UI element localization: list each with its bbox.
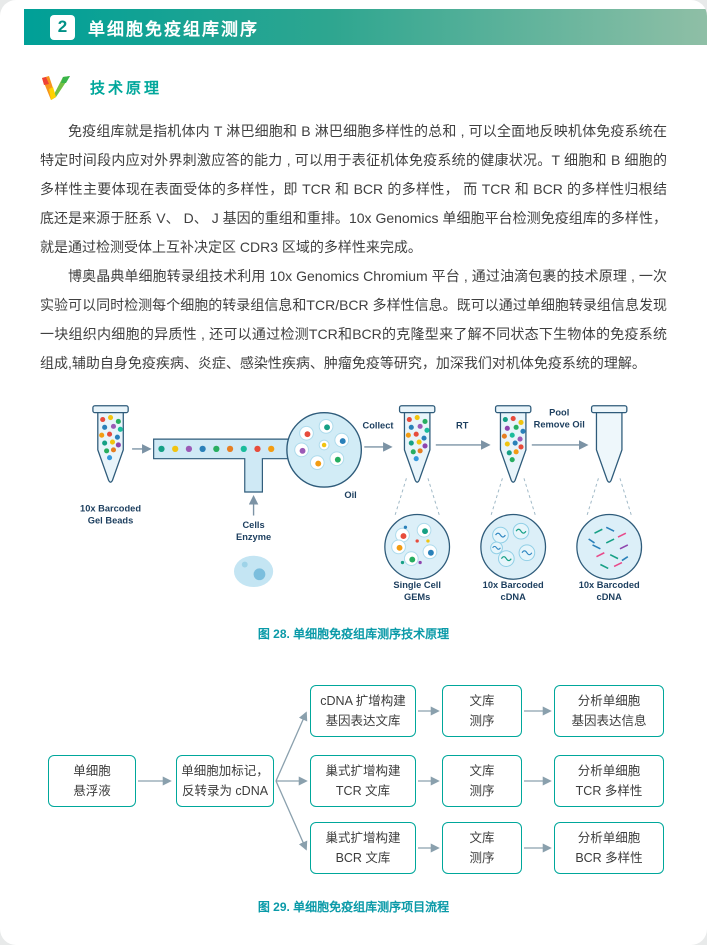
- paragraph-2: 博奥晶典单细胞转录组技术利用 10x Genomics Chromium 平台 …: [40, 268, 667, 371]
- content-area: 技术原理 免疫组库就是指机体内 T 淋巴细胞和 B 淋巴细胞多样性的总和 , 可…: [0, 73, 707, 945]
- flow-line: 文库: [469, 830, 495, 845]
- flow-box-sequencing-2: 文库 测序: [442, 754, 522, 807]
- flow-line: 分析单细胞: [577, 830, 641, 845]
- flow-line: 基因表达文库: [325, 713, 401, 728]
- flow-line: 巢式扩增构建: [325, 830, 401, 845]
- flow-line: TCR 多样性: [575, 783, 643, 798]
- label-cdna2-line1: 10x Barcoded: [579, 580, 640, 590]
- section-number: 2: [50, 14, 75, 40]
- flow-line: 悬浮液: [73, 783, 111, 798]
- gel-beads-tube-illustration: 10x Barcoded Gel Beads: [80, 405, 141, 525]
- flow-line: 测序: [469, 783, 495, 798]
- flow-line: cDNA 扩增构建: [320, 693, 406, 708]
- tech-principle-diagram: 10x Barcoded Gel Beads Cells: [80, 405, 643, 602]
- flow-box-sequencing-3: 文库 测序: [442, 821, 522, 874]
- label-pool-line2: Remove Oil: [534, 419, 585, 429]
- flow-box-build-bcr-library: 巢式扩增构建 BCR 文库: [310, 821, 416, 874]
- flow-box-analyze-gene: 分析单细胞 基因表达信息: [554, 684, 664, 737]
- flow-line: 测序: [469, 713, 495, 728]
- label-collect: Collect: [362, 420, 393, 430]
- flow-box-analyze-bcr: 分析单细胞 BCR 多样性: [554, 821, 664, 874]
- figure-28: 10x Barcoded Gel Beads Cells: [40, 396, 667, 642]
- cdna-pool-circle-illustration: 10x Barcoded cDNA: [576, 513, 643, 602]
- flow-box-barcode-rt: 单细胞加标记， 反转录为 cDNA: [176, 754, 274, 807]
- label-gel-beads-line1: 10x Barcoded: [80, 504, 141, 514]
- page-title: 单细胞免疫组库测序: [88, 19, 259, 39]
- figure-28-caption: 图 28. 单细胞免疫组库测序技术原理: [257, 626, 450, 641]
- flow-line: TCR 文库: [335, 783, 391, 798]
- flow-line: 分析单细胞: [577, 693, 641, 708]
- label-gems-line1: Single Cell: [393, 580, 441, 590]
- label-rt: RT: [456, 420, 469, 430]
- flow-line: 单细胞加标记，: [181, 763, 269, 778]
- flow-line: 分析单细胞: [577, 763, 641, 778]
- pooled-tube-illustration: [590, 405, 628, 483]
- cdna-droplets-circle-illustration: 10x Barcoded cDNA: [480, 513, 547, 602]
- workflow-flowchart: 单细胞 悬浮液 单细胞加标记， 反转录为 cDNA cDNA 扩增构建 基因表达…: [40, 682, 667, 878]
- flow-line: 文库: [469, 693, 495, 708]
- flow-box-analyze-tcr: 分析单细胞 TCR 多样性: [554, 754, 664, 807]
- flow-line: 测序: [469, 850, 495, 865]
- flow-line: BCR 多样性: [575, 850, 643, 865]
- microfluidic-channel-illustration: [153, 438, 290, 493]
- flow-line: 巢式扩增构建: [325, 763, 401, 778]
- flow-line: 单细胞: [73, 763, 111, 778]
- section-title: 技术原理: [90, 79, 163, 97]
- flow-box-sequencing-1: 文库 测序: [442, 684, 522, 737]
- label-cdna2-line2: cDNA: [597, 592, 623, 602]
- flow-box-build-tcr-library: 巢式扩增构建 TCR 文库: [310, 754, 416, 807]
- figure-29-caption: 图 29. 单细胞免疫组库测序项目流程: [257, 899, 450, 914]
- label-oil: Oil: [344, 490, 356, 500]
- flow-line: 文库: [469, 763, 495, 778]
- magnifier-funnels-icon: [394, 478, 633, 517]
- label-pool-line1: Pool: [549, 408, 569, 418]
- header-banner: 2 单细胞免疫组库测序: [24, 9, 707, 45]
- label-gel-beads-line2: Gel Beads: [88, 515, 133, 525]
- flow-box-suspension: 单细胞 悬浮液: [48, 754, 136, 807]
- rt-tube-illustration: [494, 405, 532, 483]
- emulsion-circle-illustration: Oil: [286, 411, 363, 500]
- paragraph-1: 免疫组库就是指机体内 T 淋巴细胞和 B 淋巴细胞多样性的总和 , 可以全面地反…: [40, 123, 667, 255]
- label-cdna1-line1: 10x Barcoded: [483, 580, 544, 590]
- flow-line: 反转录为 cDNA: [181, 783, 269, 798]
- flow-box-build-gene-library: cDNA 扩增构建 基因表达文库: [310, 684, 416, 737]
- label-cells-line2: Enzyme: [236, 532, 271, 542]
- label-cdna1-line2: cDNA: [501, 592, 527, 602]
- gems-circle-illustration: Single Cell GEMs: [384, 513, 451, 602]
- figure-29: 单细胞 悬浮液 单细胞加标记， 反转录为 cDNA cDNA 扩增构建 基因表达…: [40, 682, 667, 915]
- flow-line: 基因表达信息: [571, 713, 647, 728]
- flowchart-arrows-icon: [138, 705, 552, 853]
- label-gems-line2: GEMs: [404, 592, 430, 602]
- flow-line: BCR 文库: [335, 850, 391, 865]
- section-head: 技术原理: [40, 73, 667, 101]
- brand-logo-icon: [42, 76, 70, 100]
- label-cells-line1: Cells: [242, 520, 264, 530]
- collect-tube-illustration: [398, 405, 436, 483]
- cells-enzyme-illustration: Cells Enzyme: [233, 494, 274, 588]
